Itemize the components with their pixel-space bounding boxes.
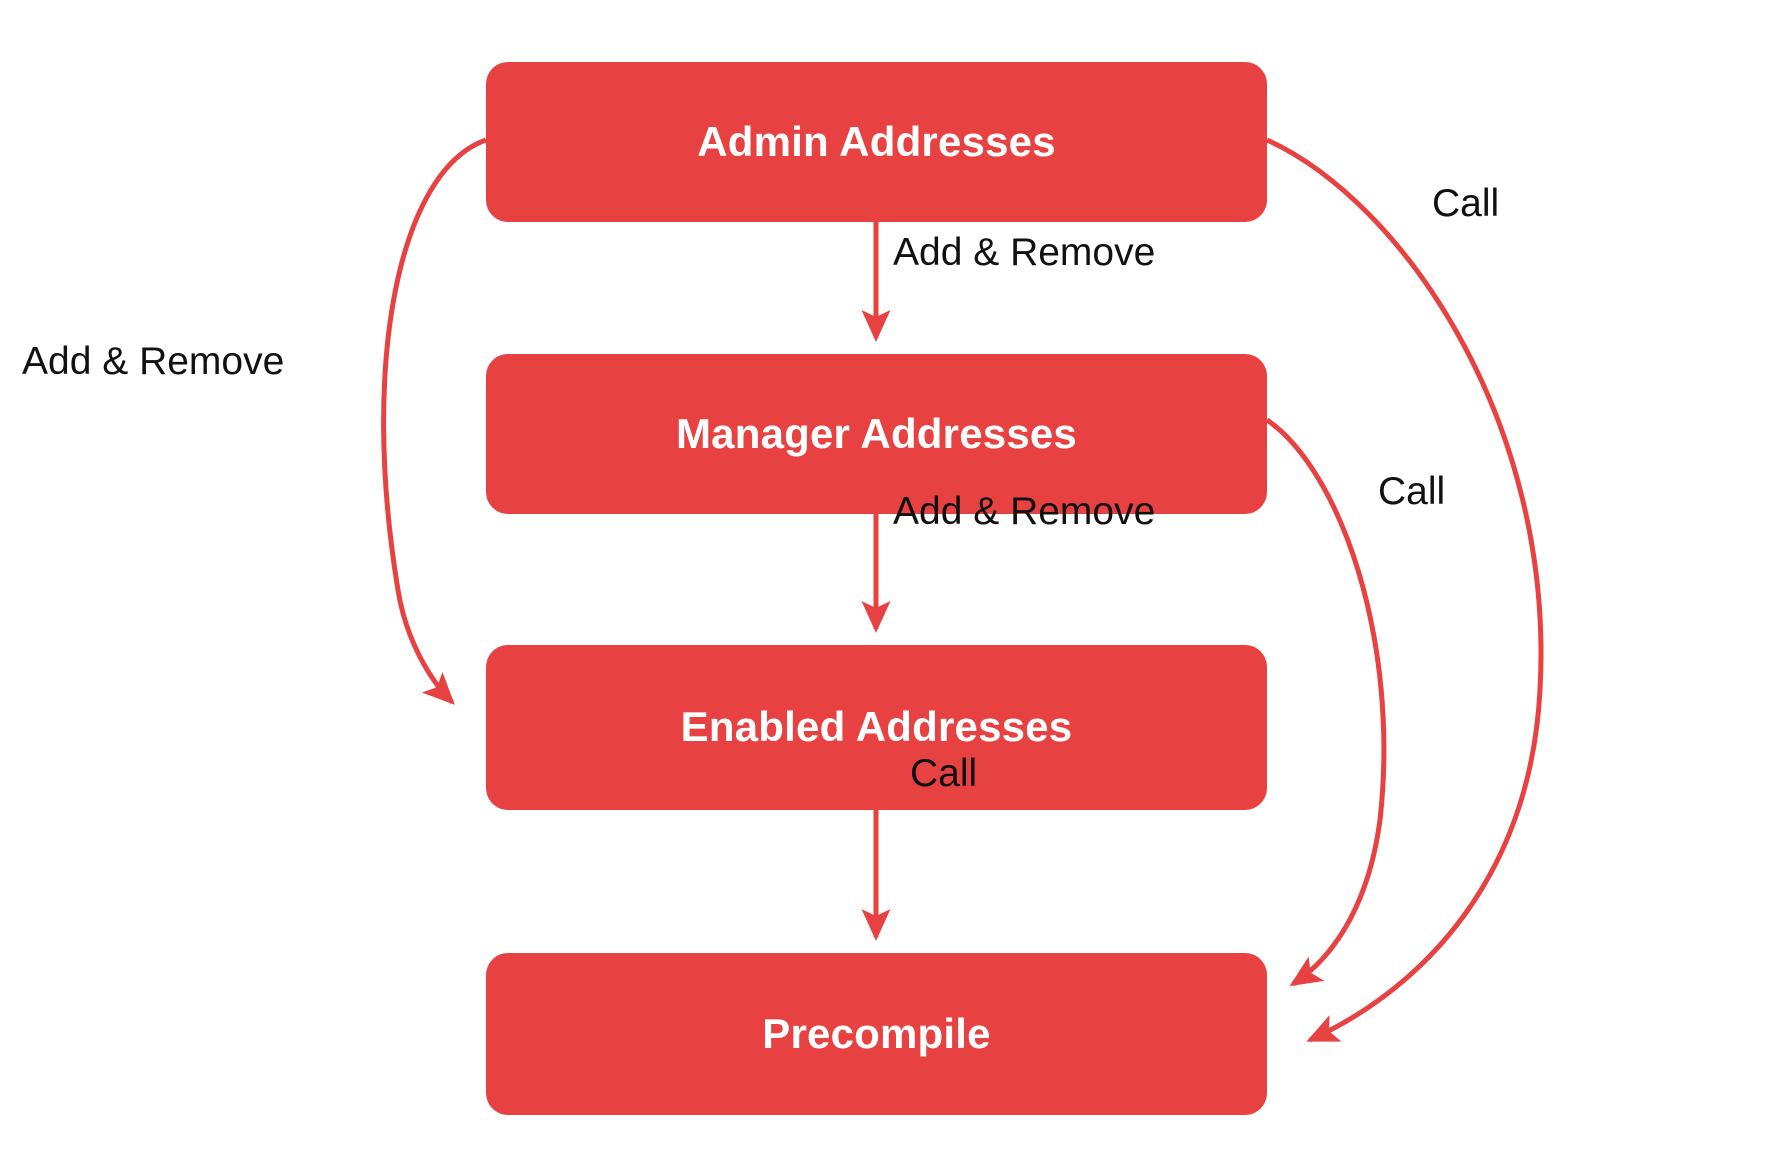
- edge-admin-to-enabled: [381, 137, 487, 705]
- edge-admin-to-precompile: [1265, 137, 1544, 1043]
- edge-label-manager-to-enabled: Add & Remove: [893, 490, 1156, 533]
- edge-label-manager-to-precompile: Call: [1378, 470, 1446, 513]
- node-precompile[interactable]: Precompile: [486, 953, 1267, 1115]
- node-manager-addresses[interactable]: Manager Addresses: [486, 354, 1267, 514]
- node-enabled-addresses-label: Enabled Addresses: [680, 703, 1073, 751]
- node-precompile-label: Precompile: [762, 1009, 991, 1057]
- node-admin-addresses[interactable]: Admin Addresses: [486, 62, 1267, 222]
- node-enabled-addresses[interactable]: Enabled Addresses: [486, 645, 1267, 810]
- edge-label-admin-to-precompile: Call: [1432, 182, 1500, 225]
- edge-label-enabled-to-precompile: Call: [910, 752, 978, 795]
- edge-label-admin-to-enabled: Add & Remove: [22, 340, 285, 383]
- edge-manager-to-precompile: [1265, 417, 1387, 987]
- edge-label-admin-to-manager: Add & Remove: [893, 231, 1156, 274]
- node-admin-addresses-label: Admin Addresses: [697, 117, 1056, 165]
- node-manager-addresses-label: Manager Addresses: [675, 409, 1077, 457]
